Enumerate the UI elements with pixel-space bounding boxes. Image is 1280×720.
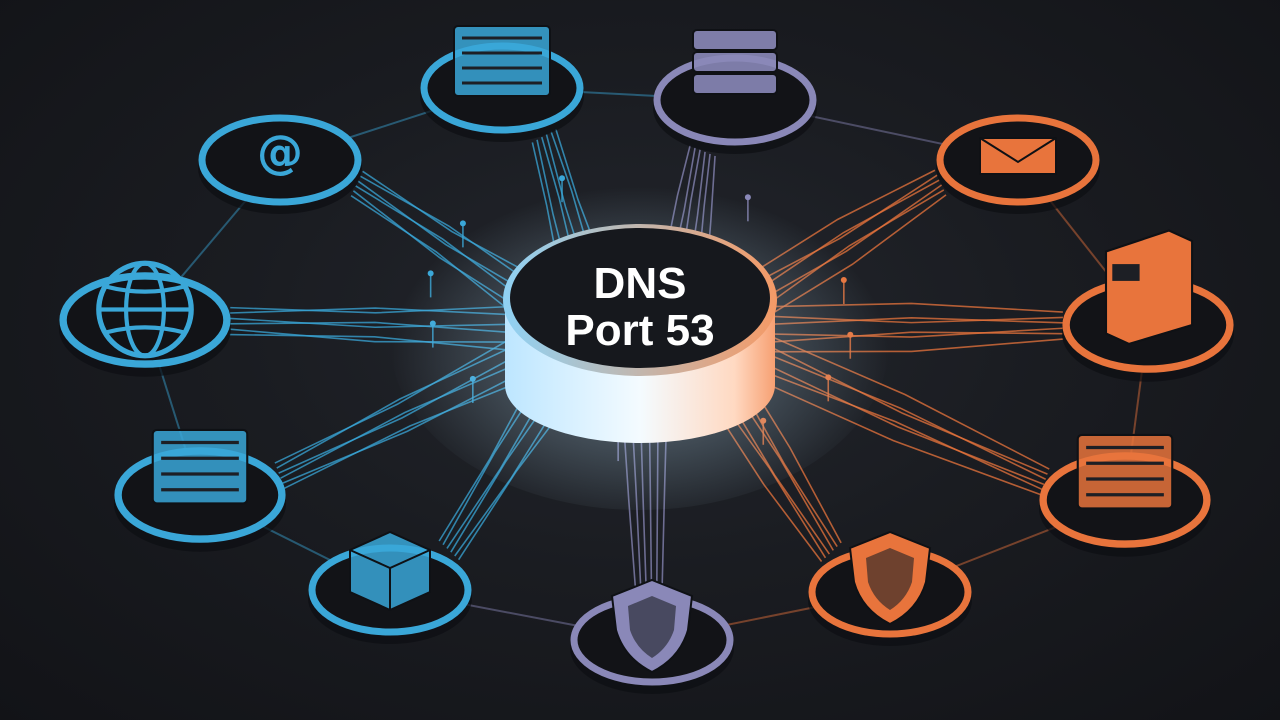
dns-hub: DNS Port 53 [390,170,890,510]
globe-icon [96,260,194,359]
envelope-icon [979,137,1057,175]
node-globe [58,260,232,377]
node-mail [936,114,1100,214]
hub-top [510,228,770,368]
node-platform-ring [198,114,362,206]
node-platform-ring [59,272,231,368]
node-shield-bottom [570,578,734,694]
node-server-stack-right [1038,433,1212,557]
node-shield-right [808,530,972,646]
node-box-bottom-left [308,530,472,644]
shield-icon [610,578,694,674]
node-database-top [653,29,817,154]
box-icon [349,530,431,612]
node-server-tower [1061,229,1235,382]
hub-label-line1: DNS [594,259,687,308]
node-server-rack-top [420,25,584,142]
server-tower-icon [1104,229,1194,346]
server-stack-icon [151,428,249,505]
svg-text:@: @ [257,125,303,179]
shield-icon [848,530,932,626]
database-icon [692,29,778,95]
server-stack-icon [1076,433,1174,510]
node-server-stack-left [113,428,287,552]
node-email-at: @ [198,114,362,214]
hub-label-line2: Port 53 [565,306,714,355]
node-layer: @ [58,25,1235,694]
at-sign-icon: @ [257,125,303,179]
server-rack-icon [453,25,551,97]
